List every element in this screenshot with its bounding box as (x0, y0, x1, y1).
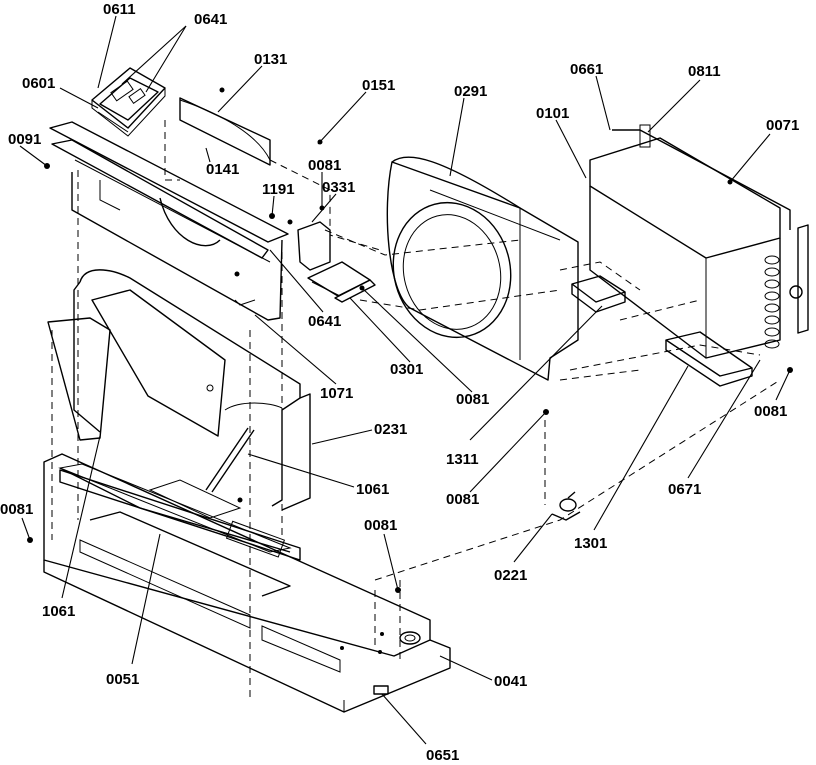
drain-channel (665, 331, 753, 387)
callout-0641-mid: 0641 (308, 313, 341, 330)
callout-0291: 0291 (454, 83, 487, 100)
screws (27, 87, 793, 593)
fan-shroud (386, 156, 579, 381)
callout-0661: 0661 (570, 61, 603, 78)
callout-0221: 0221 (494, 567, 527, 584)
callout-0811: 0811 (688, 63, 721, 80)
callout-0231: 0231 (374, 421, 407, 438)
callout-1061-lower: 1061 (42, 603, 75, 620)
callout-0141: 0141 (206, 161, 239, 178)
thermostat-clip (551, 491, 581, 521)
control-board-assembly (91, 67, 166, 137)
callout-0071: 0071 (766, 117, 799, 134)
coil-return-bends (764, 255, 780, 349)
callout-0081-center: 0081 (446, 491, 479, 508)
callout-1191: 1191 (262, 181, 295, 198)
slider-plate (307, 261, 376, 303)
callout-0331: 0331 (322, 179, 355, 196)
callout-0051: 0051 (106, 671, 139, 688)
callout-0611: 0611 (103, 1, 136, 18)
callout-0081-right: 0081 (754, 403, 787, 420)
assembly-guide-lines (51, 120, 781, 700)
control-panel-frame (49, 121, 289, 321)
callout-0081-upper: 0081 (308, 157, 341, 174)
callout-0151: 0151 (362, 77, 395, 94)
baffle-piece (571, 275, 626, 313)
callout-0081-slider: 0081 (456, 391, 489, 408)
callout-0651: 0651 (426, 747, 459, 764)
top-bracket (179, 97, 271, 166)
callout-0081-left: 0081 (0, 501, 33, 518)
callout-0101: 0101 (536, 105, 569, 122)
condenser-coil-panel (589, 124, 809, 359)
callout-0671: 0671 (668, 481, 701, 498)
callout-0041: 0041 (494, 673, 527, 690)
mount-bracket (297, 221, 331, 271)
callout-0081-base: 0081 (364, 517, 397, 534)
callout-1061-upper: 1061 (356, 481, 389, 498)
base-pan (43, 453, 451, 713)
callout-0301: 0301 (390, 361, 423, 378)
callout-1301: 1301 (574, 535, 607, 552)
callout-0641-top: 0641 (194, 11, 227, 28)
callout-1071: 1071 (320, 385, 353, 402)
callout-1311: 1311 (446, 451, 479, 468)
callout-labels: 0611 0641 0601 0131 0151 0291 0661 0811 … (0, 1, 799, 764)
evaporator-housing (47, 269, 311, 511)
callout-0091: 0091 (8, 131, 41, 148)
callout-0131: 0131 (254, 51, 287, 68)
leader-lines (19, 15, 791, 745)
callout-0601: 0601 (22, 75, 55, 92)
